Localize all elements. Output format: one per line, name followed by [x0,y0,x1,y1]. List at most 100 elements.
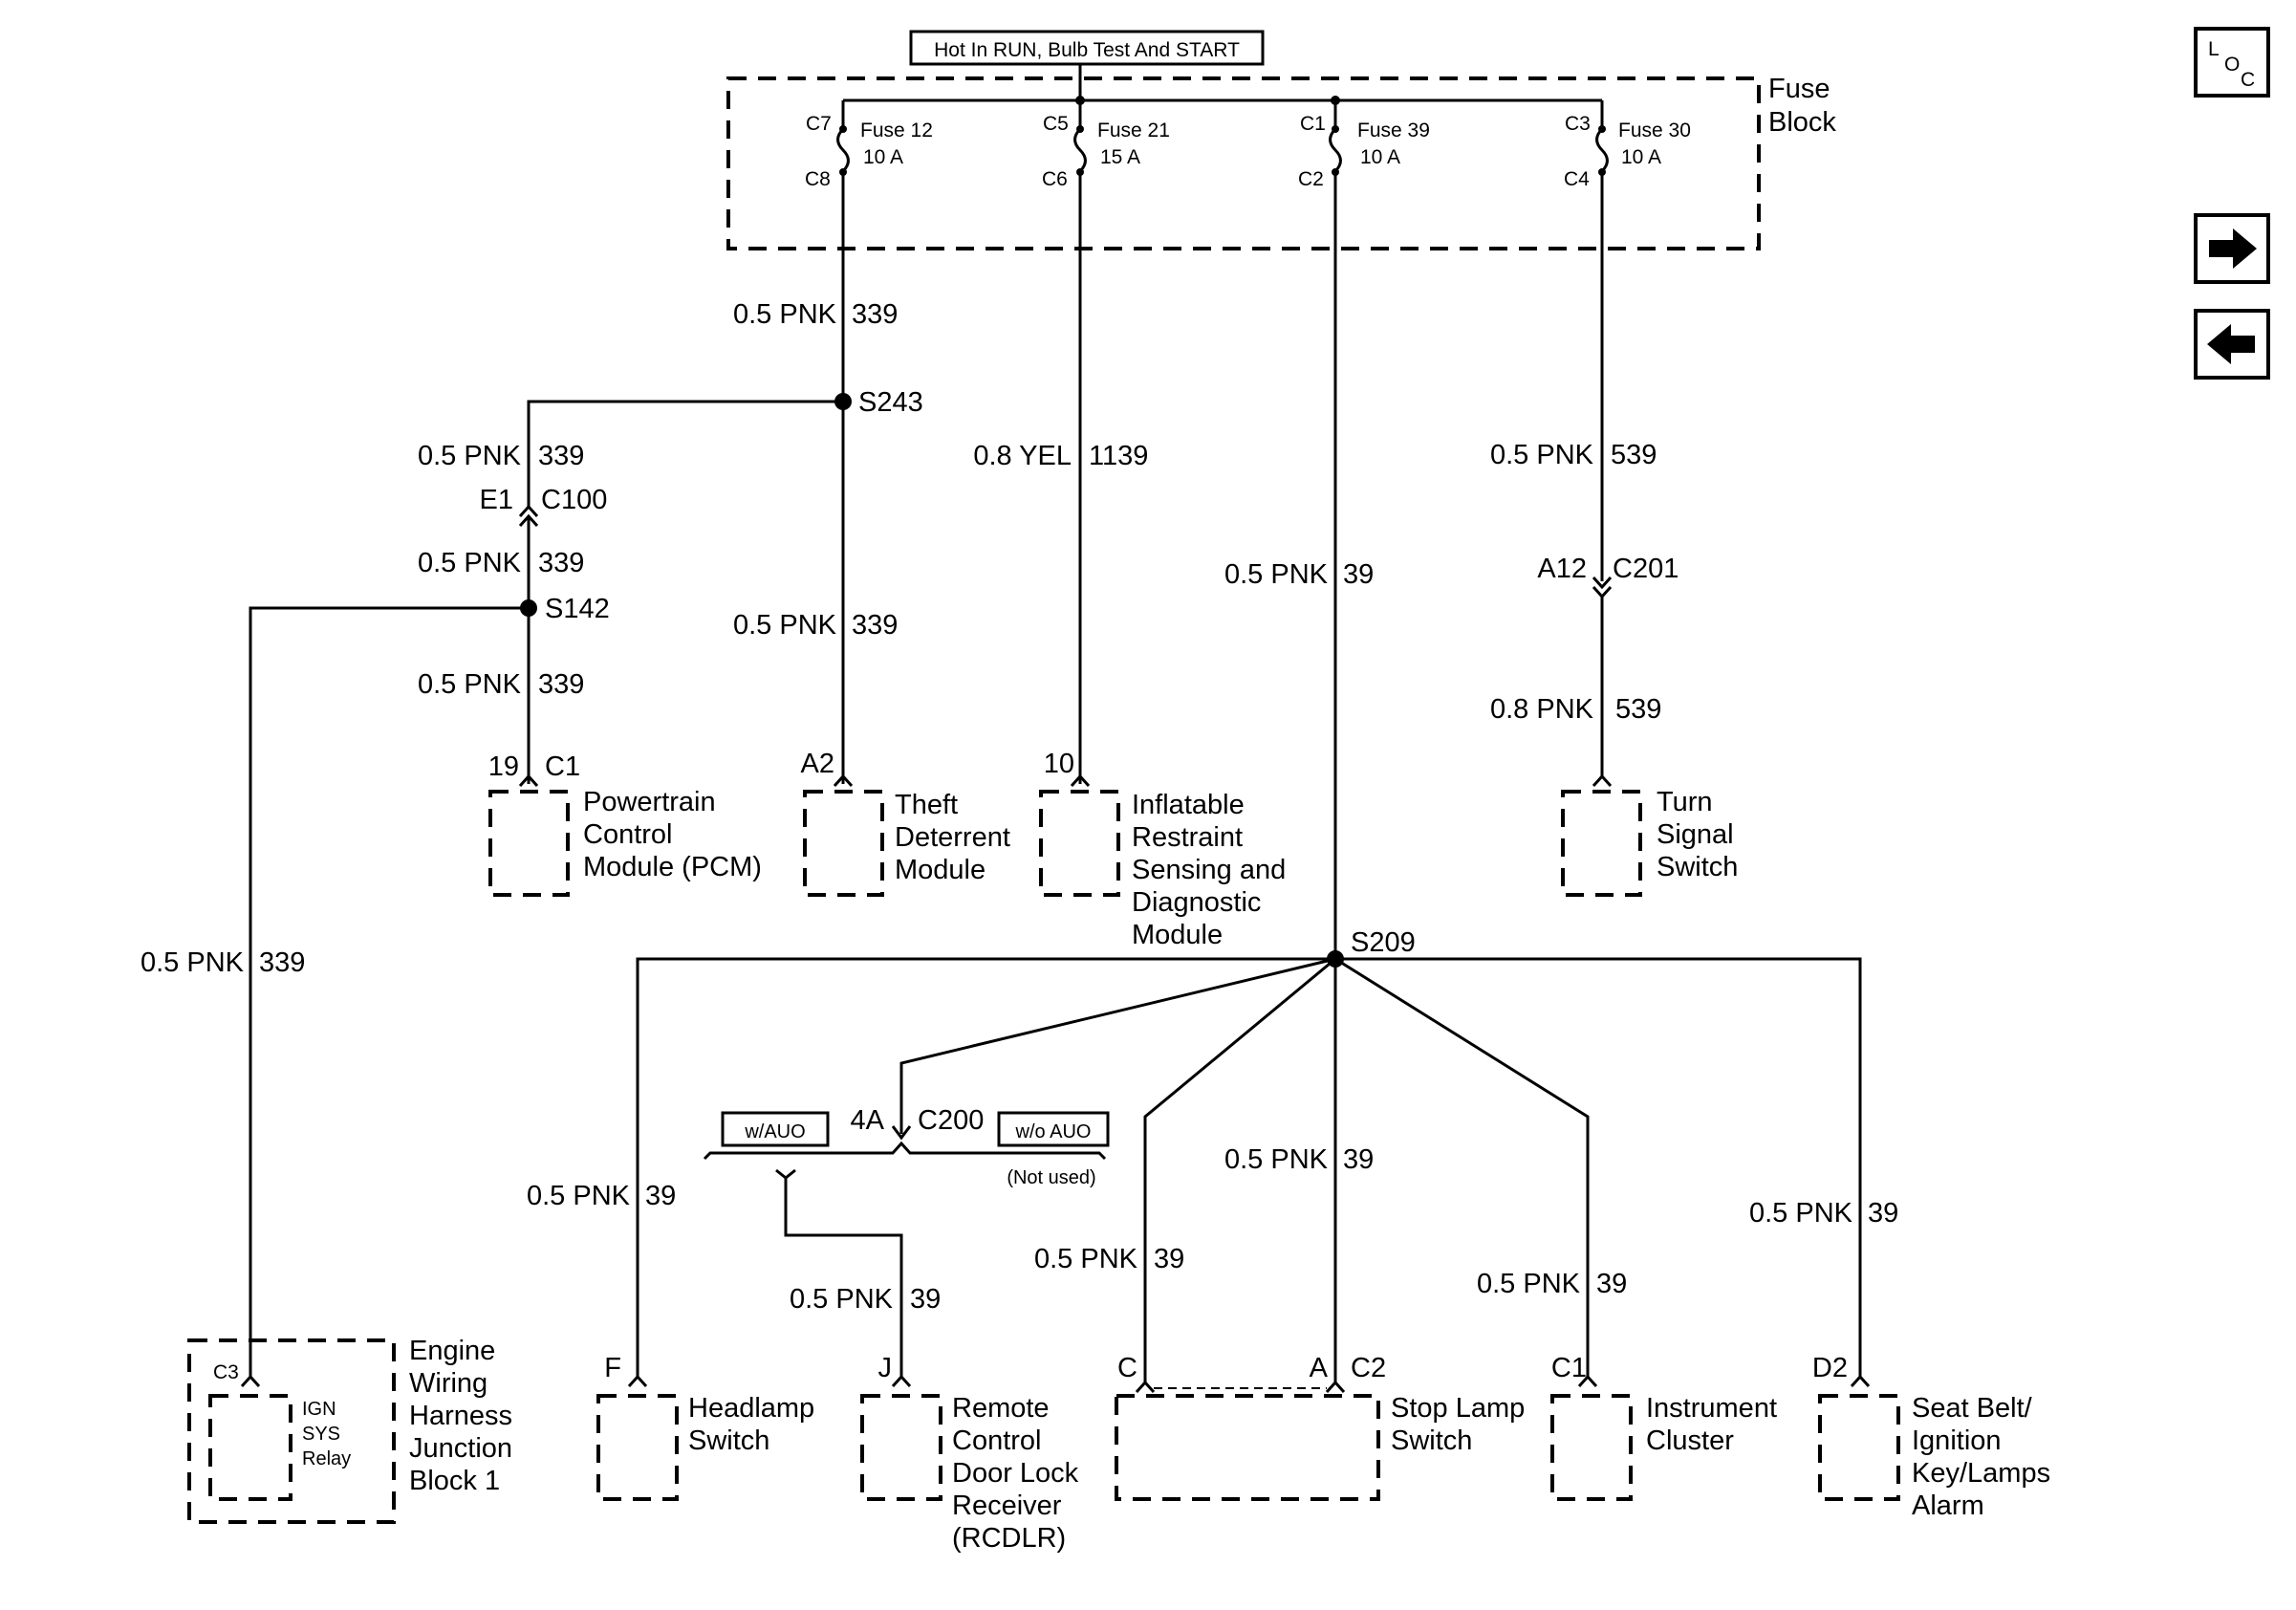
airbag-pin: 10 [1044,749,1074,779]
stop-pin-a: A [1310,1353,1329,1383]
airbag-name-3: Sensing and [1132,855,1286,885]
relay-name-2: SYS [302,1424,340,1445]
connector-4a: 4A [851,1105,885,1136]
fuse-30-in-pin: C3 [1565,113,1591,135]
connector-c100: C100 [541,485,607,515]
theft-box [803,790,884,897]
instrument-cluster-box [1550,1394,1633,1501]
theft-name-2: Deterrent [895,822,1010,853]
fuse-30-name: Fuse 30 [1618,120,1691,141]
wire-label-size: 0.5 PNK [1490,440,1594,470]
theft-pin: A2 [801,749,834,779]
airbag-box [1039,790,1120,897]
wire-label-size: 0.5 PNK [733,299,837,330]
fuse-30-out-pin: C4 [1564,168,1590,190]
turn-name-3: Switch [1657,852,1738,882]
wire-label-size: 0.8 YEL [973,441,1072,471]
wire-label-circuit: 539 [1615,694,1661,725]
airbag-name-5: Module [1132,920,1223,950]
connector-a12: A12 [1537,554,1587,584]
wire-label-circuit: 339 [259,947,305,978]
rcdlr-box [860,1394,942,1501]
pcm-name-3: Module (PCM) [583,852,762,882]
wire-label-size: 0.5 PNK [733,610,837,641]
fuse-block-title-2: Block [1768,107,1836,138]
stop-connector: C2 [1351,1353,1386,1383]
wire-label-circuit: 39 [910,1284,941,1315]
rcdlr-name-5: (RCDLR) [952,1523,1066,1554]
fuse-block-outline [726,76,1761,250]
cluster-name-1: Instrument [1646,1393,1777,1424]
fuse-39-name: Fuse 39 [1357,120,1430,141]
wire-label-size: 0.5 PNK [418,441,522,471]
wire-label-size: 0.5 PNK [1034,1244,1138,1274]
cluster-name-2: Cluster [1646,1425,1734,1456]
airbag-name-4: Diagnostic [1132,887,1261,918]
option-wauo-text: w/AUO [744,1121,805,1142]
headlamp-name-1: Headlamp [688,1393,814,1424]
wire-label-size: 0.5 PNK [1224,1144,1329,1175]
rcdlr-name-3: Door Lock [952,1458,1079,1489]
theft-name-3: Module [895,855,986,885]
turn-name-2: Signal [1657,819,1734,850]
stop-pin-c: C [1117,1353,1137,1383]
ewh-name-4: Junction [409,1433,512,1464]
connector-c201: C201 [1613,554,1679,584]
pcm-name-2: Control [583,819,673,850]
airbag-name-2: Restraint [1132,822,1243,853]
option-woauo [997,1111,1110,1147]
pcm-name-1: Powertrain [583,787,716,817]
option-wauo [721,1111,830,1147]
stoplamp-name-1: Stop Lamp [1391,1393,1525,1424]
wire-label-circuit: 39 [1343,559,1374,590]
fuse-12: C7 C8 Fuse 12 10 A [805,100,933,190]
headlamp-pin: F [604,1353,621,1383]
power-source-label: Hot In RUN, Bulb Test And START [909,30,1265,66]
previous-page-button[interactable] [2194,309,2270,380]
wire-label-circuit: 339 [538,548,584,578]
fuse-12-in-pin: C7 [806,113,832,135]
fuse-block-title: Fuse [1768,74,1830,104]
fuse-21-name: Fuse 21 [1097,120,1170,141]
splice-s209-label: S209 [1351,927,1416,958]
turn-signal-box [1561,790,1642,897]
seat-pin: D2 [1812,1353,1848,1383]
wire-label-circuit: 39 [645,1181,676,1211]
seat-belt-alarm-box [1818,1394,1900,1501]
fuse-21: C5 C6 Fuse 21 15 A [1042,100,1170,190]
wire-label-size: 0.5 PNK [527,1181,631,1211]
wire-label-size: 0.5 PNK [418,669,522,700]
ewh-name-2: Wiring [409,1368,487,1399]
power-source-text: Hot In RUN, Bulb Test And START [934,39,1240,61]
stoplamp-name-2: Switch [1391,1425,1472,1456]
fuse-30-rating: 10 A [1621,146,1661,168]
ewh-name-1: Engine [409,1336,495,1366]
rcdlr-name-4: Receiver [952,1490,1062,1521]
pcm-box [488,790,570,897]
stop-lamp-switch-box [1115,1394,1380,1501]
seat-name-3: Key/Lamps [1912,1458,2050,1489]
connector-e1: E1 [480,485,513,515]
relay-name-3: Relay [302,1448,351,1469]
ign-relay-box [208,1394,292,1501]
fuse-30: C3 C4 Fuse 30 10 A [1564,100,1691,190]
ewh-name-3: Harness [409,1401,512,1431]
fuse-39-rating: 10 A [1360,146,1400,168]
theft-name-1: Theft [895,790,958,820]
wire-label-size: 0.5 PNK [1224,559,1329,590]
fuse-21-rating: 15 A [1100,146,1140,168]
svg-text:C: C [2241,69,2255,91]
fuse-12-rating: 10 A [863,146,903,168]
pcm-connector: C1 [545,751,580,782]
not-used-note: (Not used) [1007,1167,1095,1188]
loc-button[interactable]: L O C [2194,27,2270,98]
fuse-39-in-pin: C1 [1300,113,1326,135]
seat-name-1: Seat Belt/ [1912,1393,2033,1424]
wire-label-size: 0.5 PNK [1477,1269,1581,1299]
headlamp-name-2: Switch [688,1425,769,1456]
wire-label-size: 0.5 PNK [1749,1198,1853,1229]
svg-text:L: L [2208,38,2220,60]
pcm-pin: 19 [488,751,519,782]
next-page-button[interactable] [2194,213,2270,284]
